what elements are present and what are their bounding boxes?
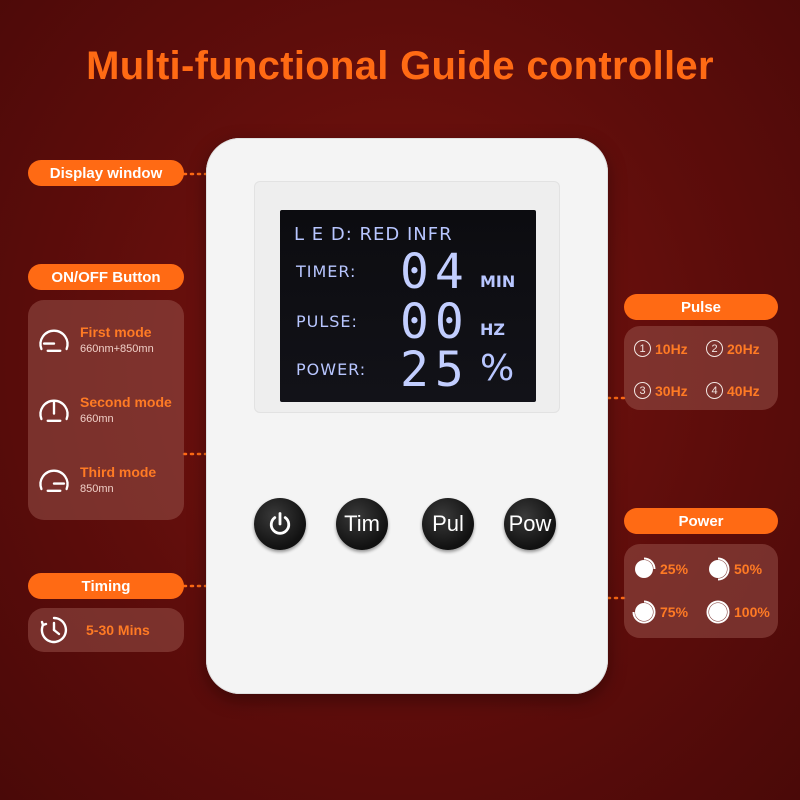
power-option-100: 100% bbox=[706, 600, 770, 624]
gauge-icon bbox=[39, 329, 69, 352]
mode-sub: 660nm+850mn bbox=[80, 343, 154, 355]
pulse-option-1: 1 10Hz bbox=[634, 340, 688, 357]
timing-button[interactable]: Tim bbox=[336, 498, 388, 550]
power-option-label: 100% bbox=[734, 604, 770, 620]
lcd-power-label: POWER: bbox=[296, 360, 367, 379]
pulse-option-label: 10Hz bbox=[655, 340, 688, 357]
power-panel: 25% 50% 75% 100% bbox=[624, 544, 778, 638]
pulse-option-label: 30Hz bbox=[655, 382, 688, 399]
gauge-icon bbox=[39, 399, 69, 422]
lcd-led-line: L E D: RED INFR bbox=[294, 224, 453, 245]
page-title: Multi-functional Guide controller bbox=[86, 44, 714, 88]
lcd-timer-unit: MIN bbox=[480, 272, 516, 291]
pulse-panel: 1 10Hz 2 20Hz 3 30Hz 4 40Hz bbox=[624, 326, 778, 410]
pulse-button[interactable]: Pul bbox=[422, 498, 474, 550]
controller-device: L E D: RED INFR TIMER: 04 MIN PULSE: 00 … bbox=[206, 138, 608, 694]
pulse-pill: Pulse bbox=[624, 294, 778, 320]
lcd-timer-value: 04 bbox=[400, 244, 470, 300]
number-2-icon: 2 bbox=[706, 340, 723, 357]
lcd-pulse-label: PULSE: bbox=[296, 312, 358, 331]
pulse-option-label: 20Hz bbox=[727, 340, 760, 357]
lcd-timer-label: TIMER: bbox=[296, 262, 357, 281]
mode-name: Second mode bbox=[80, 394, 172, 410]
lcd-power-value: 25 bbox=[400, 342, 470, 398]
gauge-icon bbox=[39, 469, 69, 492]
onoff-button-pill: ON/OFF Button bbox=[28, 264, 184, 290]
pulse-option-3: 3 30Hz bbox=[634, 382, 688, 399]
lcd-power-unit: % bbox=[480, 348, 515, 389]
mode-sub: 660mn bbox=[80, 413, 114, 425]
power-level-icon bbox=[632, 600, 656, 624]
power-icon bbox=[269, 512, 291, 535]
timing-panel: 5-30 Mins bbox=[28, 608, 184, 652]
display-window-pill: Display window bbox=[28, 160, 184, 186]
power-button[interactable] bbox=[254, 498, 306, 550]
timing-range: 5-30 Mins bbox=[86, 622, 150, 638]
power-option-25: 25% bbox=[632, 557, 688, 581]
power-option-label: 75% bbox=[660, 604, 689, 620]
pulse-option-2: 2 20Hz bbox=[706, 340, 760, 357]
power-level-icon bbox=[635, 557, 656, 578]
lcd-pulse-value: 00 bbox=[400, 294, 470, 350]
power-option-label: 25% bbox=[660, 561, 689, 577]
lcd-screen: L E D: RED INFR TIMER: 04 MIN PULSE: 00 … bbox=[280, 210, 536, 402]
power-level-icon bbox=[706, 600, 730, 624]
modes-panel: First mode 660nm+850mn Second mode 660mn… bbox=[28, 300, 184, 520]
pulse-option-label: 40Hz bbox=[727, 382, 760, 399]
power-option-label: 50% bbox=[734, 561, 763, 577]
number-4-icon: 4 bbox=[706, 382, 723, 399]
mode-name: Third mode bbox=[80, 464, 157, 480]
power-pill: Power bbox=[624, 508, 778, 534]
mode-sub: 850mn bbox=[80, 483, 114, 495]
power-option-50: 50% bbox=[706, 557, 762, 581]
timing-pill: Timing bbox=[28, 573, 184, 599]
power-option-75: 75% bbox=[632, 600, 688, 624]
timer-icon bbox=[40, 616, 68, 644]
mode-name: First mode bbox=[80, 324, 152, 340]
lcd-pulse-unit: HZ bbox=[480, 320, 505, 339]
power-level-button[interactable]: Pow bbox=[504, 498, 556, 550]
pulse-option-4: 4 40Hz bbox=[706, 382, 760, 399]
number-3-icon: 3 bbox=[634, 382, 651, 399]
power-level-icon bbox=[709, 557, 730, 581]
number-1-icon: 1 bbox=[634, 340, 651, 357]
